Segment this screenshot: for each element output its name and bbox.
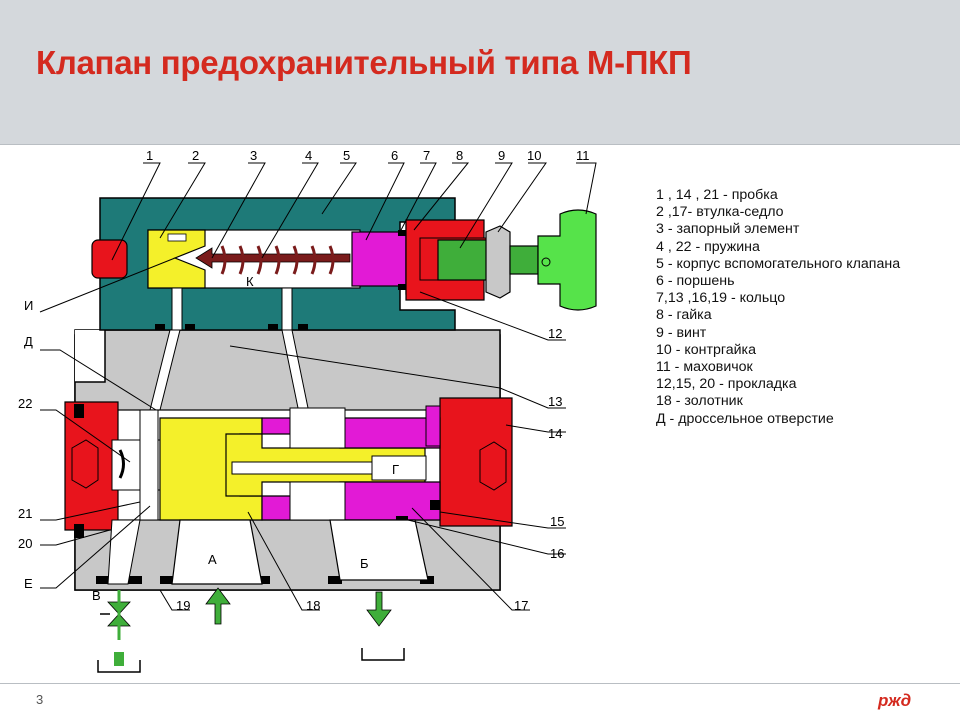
outflow-arrow (366, 591, 392, 627)
channel-left (171, 287, 183, 331)
callout-E: Е (24, 576, 33, 591)
callout-13: 13 (548, 394, 562, 409)
callout-5: 5 (343, 148, 350, 163)
callout-V: В (92, 588, 101, 603)
plug-1 (91, 239, 128, 279)
channel-right (281, 287, 293, 331)
callout-3: 3 (250, 148, 257, 163)
callout-21: 21 (18, 506, 32, 521)
legend-item: 11 - маховичок (656, 359, 753, 376)
throttle-symbol (97, 590, 141, 673)
spring-4 (220, 245, 335, 275)
port-A (171, 519, 263, 585)
legend-item: 9 - винт (656, 324, 707, 341)
callout-10: 10 (527, 148, 541, 163)
passage-E (139, 409, 159, 521)
legend-item: 4 , 22 - пружина (656, 238, 760, 255)
callout-2: 2 (192, 148, 199, 163)
callout-I: И (24, 298, 33, 313)
sleeve-groove-bottom (289, 481, 346, 521)
port-B (329, 519, 429, 581)
svg-text:ржд: ржд (877, 691, 911, 710)
callout-12: 12 (548, 326, 562, 341)
drain-bracket-B (361, 648, 405, 661)
callout-22: 22 (18, 396, 32, 411)
callout-D: Д (24, 334, 33, 349)
main-body-notch-edge (75, 330, 106, 383)
page-number: 3 (36, 692, 44, 707)
seat-2 (147, 229, 206, 289)
legend-item: 8 - гайка (656, 307, 712, 324)
label-B: Б (360, 556, 369, 571)
legend-item: 1 , 14 , 21 - пробка (656, 187, 778, 203)
callout-6: 6 (391, 148, 398, 163)
label-G: Г (392, 462, 399, 477)
legend-item: Д - дроссельное отверстие (656, 410, 834, 427)
callout-7: 7 (423, 148, 430, 163)
page-title: Клапан предохранительный типа М-ПКП (36, 44, 692, 81)
piston-6 (351, 231, 407, 287)
spool-bore-G (371, 455, 427, 481)
callout-14: 14 (548, 426, 562, 441)
callout-19: 19 (176, 598, 190, 613)
callout-16: 16 (550, 546, 564, 561)
callout-20: 20 (18, 536, 32, 551)
legend-item: 2 ,17- втулка-седло (656, 204, 784, 221)
footer-divider (0, 683, 960, 684)
legend-item: 5 - корпус вспомогательного клапана (656, 255, 901, 272)
handwheel-hole (541, 257, 551, 267)
spool-bore (231, 461, 373, 475)
legend-item: 7,13 ,16,19 - кольцо (656, 290, 786, 307)
seat-2-slot (167, 233, 187, 242)
ring-15 (425, 405, 441, 447)
callout-8: 8 (456, 148, 463, 163)
rzd-logo: ржд (877, 691, 911, 710)
handwheel-11 (537, 209, 597, 311)
screw-9 (437, 239, 489, 281)
callout-15: 15 (550, 514, 564, 529)
label-A: А (208, 552, 217, 567)
legend: 1 , 14 , 21 - пробка 2 ,17- втулка-седло… (656, 187, 900, 428)
inflow-arrow (205, 587, 231, 625)
label-K: К (246, 274, 254, 289)
legend-item: 10 - контргайка (656, 341, 756, 358)
legend-item: 6 - поршень (656, 273, 735, 290)
callout-9: 9 (498, 148, 505, 163)
main-body-notch (75, 330, 105, 382)
locknut-10 (485, 225, 511, 299)
legend-item: 12,15, 20 - прокладка (656, 376, 797, 393)
seal-rings (155, 230, 406, 330)
header-band (0, 0, 960, 145)
legend-item: 3 - запорный элемент (656, 221, 800, 238)
callout-1: 1 (146, 148, 153, 163)
stop-element-3 (195, 247, 351, 269)
legend-item: 18 - золотник (656, 393, 743, 410)
callout-4: 4 (305, 148, 312, 163)
sleeve-groove-top (289, 407, 346, 449)
callout-lines (39, 162, 597, 611)
callout-11: 11 (576, 148, 590, 163)
callout-17: 17 (514, 598, 528, 613)
plug-14-hex (479, 441, 507, 491)
plug-21-hex (71, 439, 99, 489)
callout-18: 18 (306, 598, 320, 613)
handwheel-shaft (509, 245, 539, 275)
